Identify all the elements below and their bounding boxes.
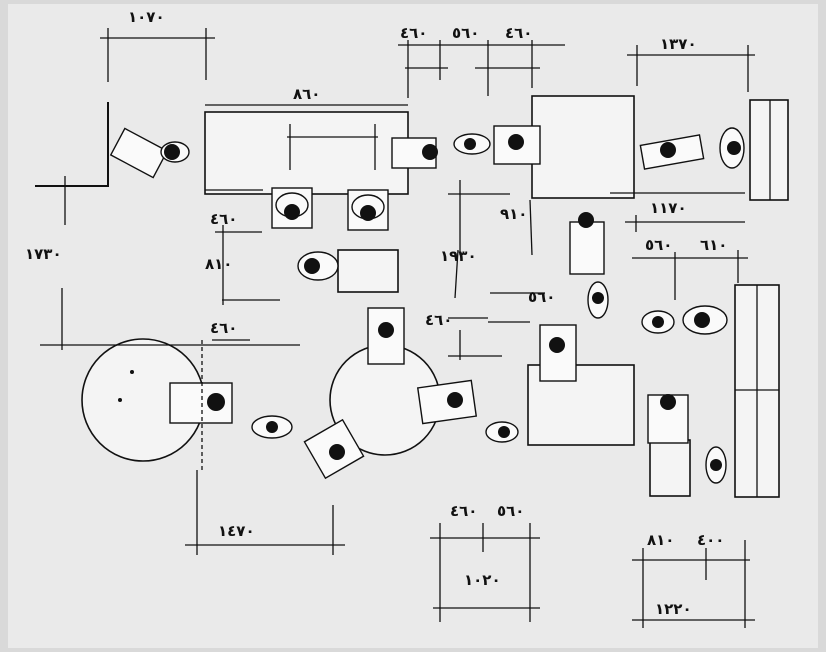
chair-empty-mid bbox=[587, 281, 609, 319]
dim-560-top: ٥٦٠ bbox=[452, 24, 479, 42]
chair-empty-right1 bbox=[641, 310, 675, 334]
chair-top-right bbox=[719, 127, 745, 169]
person-round-center-bottom bbox=[303, 418, 365, 480]
dim-910: ٩١٠ bbox=[500, 205, 527, 223]
dim-560-right: ٥٦٠ bbox=[645, 236, 672, 254]
person-top-right bbox=[639, 134, 705, 170]
chair-desk-1 bbox=[271, 187, 313, 229]
dim-1070: ١٠٧٠ bbox=[128, 8, 165, 26]
chair-desk-2 bbox=[347, 189, 389, 231]
person-round-center-right bbox=[416, 379, 478, 425]
dim-1170: ١١٧٠ bbox=[650, 199, 687, 217]
dim-460-top-1: ٤٦٠ bbox=[400, 24, 427, 42]
person-round-center-top bbox=[367, 307, 405, 365]
dim-460-left-1: ٤٦٠ bbox=[210, 210, 237, 228]
chair-empty-center bbox=[485, 421, 519, 443]
person-top-center bbox=[493, 125, 541, 165]
dim-460-left-2: ٤٦٠ bbox=[210, 319, 237, 337]
dim-560-bottom: ٥٦٠ bbox=[497, 502, 524, 520]
dimension-lines bbox=[40, 28, 755, 628]
cabinet-top-right bbox=[749, 99, 789, 201]
dim-460-mid: ٤٦٠ bbox=[425, 311, 452, 329]
dim-1020: ١٠٢٠ bbox=[464, 571, 501, 589]
wall-top-left bbox=[35, 102, 109, 187]
small-table-right bbox=[649, 439, 691, 497]
dim-460-top-2: ٤٦٠ bbox=[505, 24, 532, 42]
chair-empty-left bbox=[251, 415, 293, 439]
chair-empty-right2 bbox=[705, 446, 727, 484]
dim-860: ٨٦٠ bbox=[293, 85, 320, 103]
person-side-table bbox=[297, 251, 339, 281]
dim-460-bottom: ٤٦٠ bbox=[450, 502, 477, 520]
person-top-left bbox=[109, 127, 190, 179]
desk-top-left bbox=[204, 111, 409, 195]
dim-1730: ١٧٣٠ bbox=[25, 245, 62, 263]
dimension-labels: ١٠٧٠ ٨٦٠ ٤٦٠ ٥٦٠ ٤٦٠ ١٣٧٠ ٤٦٠ ١٧٣٠ ٨١٠ ١… bbox=[25, 8, 727, 618]
side-table bbox=[337, 249, 399, 293]
dim-560-mid: ٥٦٠ bbox=[528, 288, 555, 306]
chair-empty-top bbox=[453, 133, 491, 155]
paper bbox=[8, 4, 818, 648]
person-small-table bbox=[647, 394, 689, 444]
dim-1930: ١٩٣٠ bbox=[440, 247, 477, 265]
person-desk-lower bbox=[539, 324, 577, 382]
dim-810-left: ٨١٠ bbox=[205, 255, 232, 273]
person-right-cabinet bbox=[682, 305, 728, 335]
dim-1370: ١٣٧٠ bbox=[660, 35, 697, 53]
dim-1220: ١٢٢٠ bbox=[655, 600, 692, 618]
person-round-left bbox=[169, 382, 233, 424]
person-standing bbox=[569, 212, 605, 275]
person-desk-right-side bbox=[391, 137, 438, 169]
desk-top-right bbox=[531, 95, 635, 199]
dim-1470: ١٤٧٠ bbox=[218, 522, 255, 540]
dim-810-bottom: ٨١٠ bbox=[647, 531, 674, 549]
dim-400-bottom: ٤٠٠ bbox=[697, 531, 724, 549]
dim-610-right: ٦١٠ bbox=[700, 236, 727, 254]
